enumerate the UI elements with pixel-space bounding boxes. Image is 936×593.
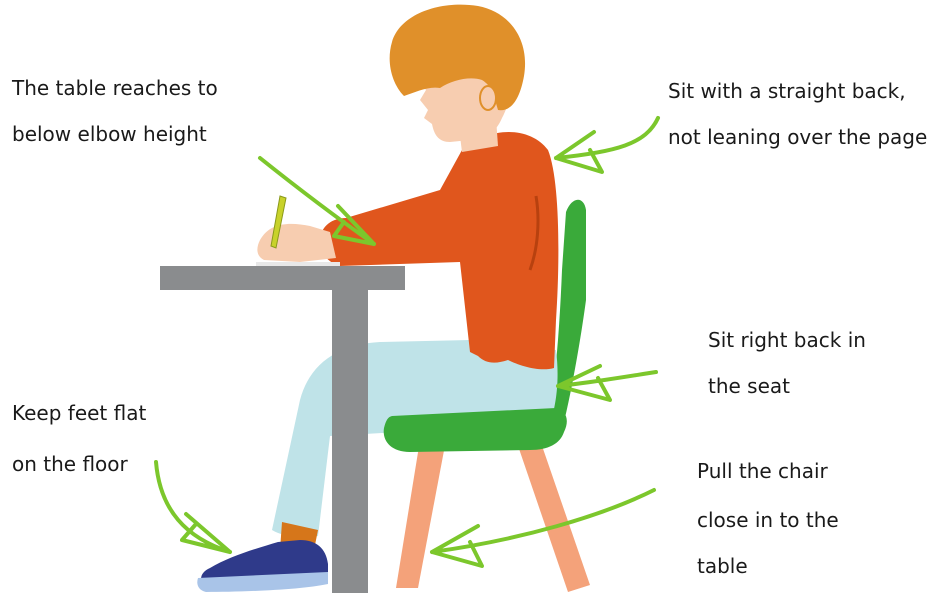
note-chair-close-line2: close in to the xyxy=(697,510,839,530)
note-straight-back-line1: Sit with a straight back, xyxy=(668,81,906,101)
chair-legs xyxy=(396,440,590,592)
note-feet-flat-line1: Keep feet flat xyxy=(12,403,146,423)
table-leg xyxy=(332,290,368,593)
note-table-height-line1: The table reaches to xyxy=(12,78,218,98)
ear xyxy=(480,86,496,110)
paper xyxy=(256,262,340,266)
note-chair-close-line3: table xyxy=(697,556,748,576)
note-feet-flat-line2: on the floor xyxy=(12,454,128,474)
note-chair-close-line1: Pull the chair xyxy=(697,461,828,481)
arrow-feet-flat xyxy=(156,462,230,552)
note-straight-back-line2: not leaning over the page xyxy=(668,127,927,147)
note-table-height-line2: below elbow height xyxy=(12,124,207,144)
note-back-in-seat-line1: Sit right back in xyxy=(708,330,866,350)
table-top xyxy=(160,266,405,290)
arrow-straight-back xyxy=(556,118,658,172)
note-back-in-seat-line2: the seat xyxy=(708,376,790,396)
